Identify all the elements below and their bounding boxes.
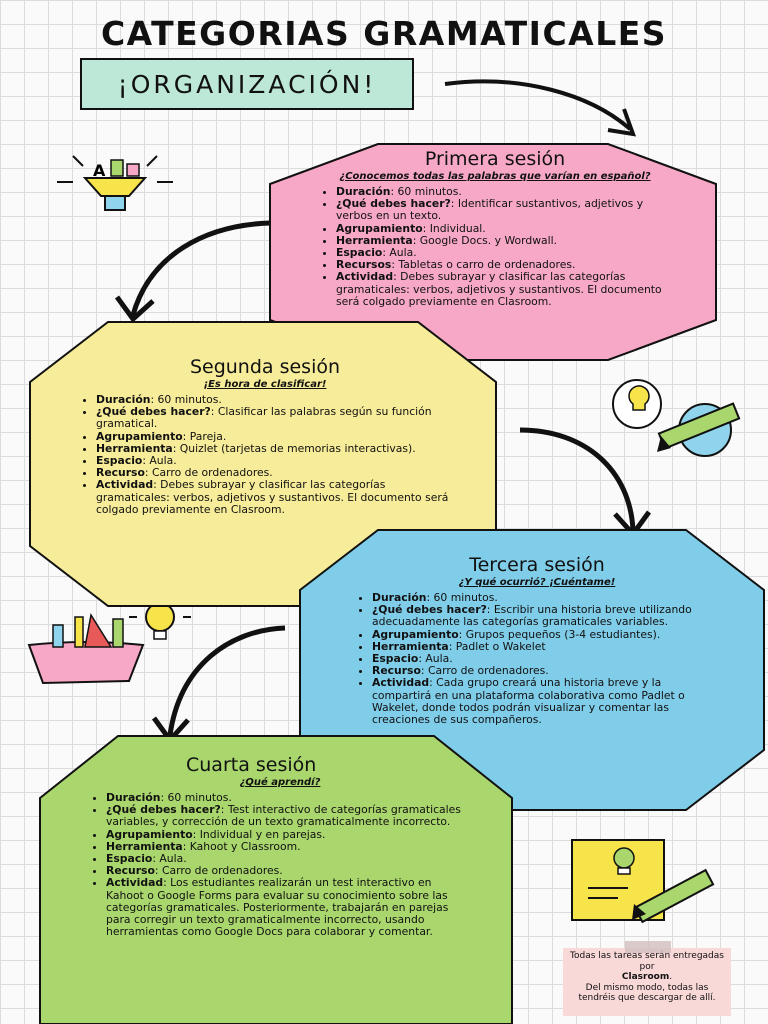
sticky-note: Todas las tareas serán entregadas por Cl… — [563, 941, 731, 1016]
tape-decoration — [625, 941, 671, 953]
detail-item: Agrupamiento: Individual y en parejas. — [106, 828, 470, 841]
session-details: Duración: 60 minutos. ¿Qué debes hacer?:… — [356, 591, 718, 726]
session-subtitle: ¿Y qué ocurrió? ¡Cuéntame! — [458, 577, 616, 588]
detail-item: Actividad: Cada grupo creará una histori… — [372, 677, 718, 726]
detail-item: Actividad: Debes subrayar y clasificar l… — [96, 479, 450, 516]
organization-banner: ¡ORGANIZACIÓN! — [80, 58, 414, 110]
lightbulb-pencil-icon — [612, 379, 741, 457]
detail-item: ¿Qué debes hacer?: Escribir una historia… — [372, 604, 718, 629]
detail-item: Espacio: Aula. — [96, 454, 450, 467]
detail-item: Duración: 60 minutos. — [336, 185, 670, 198]
arrow-right-down-icon — [444, 79, 637, 137]
detail-item: Agrupamiento: Individual. — [336, 222, 670, 235]
session-details: Duración: 60 minutos. ¿Qué debes hacer?:… — [320, 185, 670, 308]
lightbulb-letters-icon: A — [57, 155, 173, 211]
session-subtitle: ¿Qué aprendí? — [239, 777, 321, 788]
page-title: CATEGORIAS GRAMATICALES — [100, 14, 668, 53]
detail-item: ¿Qué debes hacer?: Identificar sustantiv… — [336, 198, 670, 223]
detail-item: Duración: 60 minutos. — [96, 393, 450, 406]
session-card-4: Cuarta sesión ¿Qué aprendí? Duración: 60… — [38, 734, 514, 1024]
session-title: Primera sesión — [424, 148, 566, 170]
detail-item: Recurso: Carro de ordenadores. — [106, 865, 470, 877]
detail-item: Herramienta: Padlet o Wakelet — [372, 640, 718, 653]
detail-item: Duración: 60 minutos. — [106, 791, 470, 804]
detail-item: Actividad: Debes subrayar y clasificar l… — [336, 271, 670, 308]
session-card-1: Primera sesión ¿Conocemos todas las pala… — [268, 142, 718, 362]
detail-item: Herramienta: Kahoot y Classroom. — [106, 840, 470, 853]
session-title: Segunda sesión — [189, 356, 341, 378]
detail-item: Herramienta: Google Docs. y Wordwall. — [336, 234, 670, 247]
detail-item: Espacio: Aula. — [372, 652, 718, 665]
session-details: Duración: 60 minutos. ¿Qué debes hacer?:… — [90, 791, 470, 938]
detail-item: Espacio: Aula. — [106, 852, 470, 865]
pencil-cup-lightbulb-icon — [27, 597, 191, 685]
arrow-left-down-icon — [114, 220, 271, 323]
detail-item: Recurso: Carro de ordenadores. — [96, 467, 450, 479]
session-title: Cuarta sesión — [186, 754, 317, 776]
detail-item: ¿Qué debes hacer?: Test interactivo de c… — [106, 804, 470, 829]
detail-item: Herramienta: Quizlet (tarjetas de memori… — [96, 442, 450, 455]
detail-item: Espacio: Aula. — [336, 246, 670, 259]
detail-item: ¿Qué debes hacer?: Clasificar las palabr… — [96, 406, 450, 431]
detail-item: Recursos: Tabletas o carro de ordenadore… — [336, 259, 670, 271]
session-details: Duración: 60 minutos. ¿Qué debes hacer?:… — [80, 393, 450, 516]
detail-item: Agrupamiento: Pareja. — [96, 430, 450, 443]
document-pencil-icon — [571, 839, 715, 924]
detail-item: Recurso: Carro de ordenadores. — [372, 665, 718, 677]
detail-item: Duración: 60 minutos. — [372, 591, 718, 604]
session-subtitle: ¿Conocemos todas las palabras que varían… — [339, 171, 651, 182]
session-subtitle: ¡Es hora de clasificar! — [203, 379, 327, 390]
detail-item: Agrupamiento: Grupos pequeños (3-4 estud… — [372, 628, 718, 641]
detail-item: Actividad: Los estudiantes realizarán un… — [106, 877, 470, 938]
session-title: Tercera sesión — [469, 554, 605, 576]
svg-text:A: A — [93, 161, 106, 180]
